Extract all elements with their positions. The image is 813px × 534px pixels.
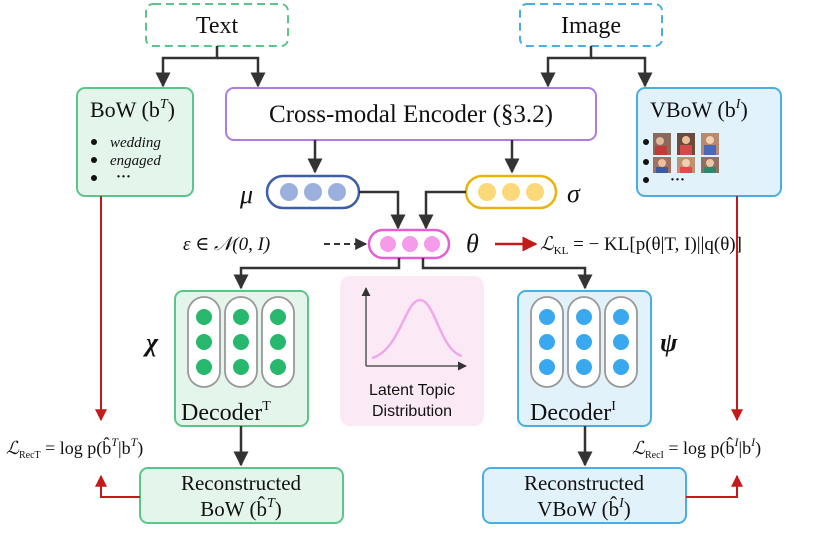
bow-bullet (91, 157, 97, 163)
reconstructed-bow-box: Reconstructed BoW (b̂T) (139, 467, 344, 524)
rect-loss: ℒRecT = log p(b̂T|bT) (6, 435, 143, 461)
reconstructed-vbow-box: Reconstructed VBoW (b̂I) (482, 467, 687, 524)
sigma-symbol: σ (567, 179, 581, 208)
loss-arrows (95, 196, 743, 498)
photo-thumbnail-icon (677, 133, 695, 155)
text-decoder-label: DecoderT (181, 399, 271, 426)
vbow-more: ··· (670, 172, 685, 188)
topic-label-line1: Latent Topic (369, 382, 455, 399)
reconstructed-vbow-line2: VBoW (b̂I) (537, 496, 631, 521)
chi-symbol: χ (143, 328, 159, 357)
image-input-box: Image (519, 3, 663, 47)
photo-thumbnail-icon (653, 157, 671, 173)
topic-distribution-panel: Latent Topic Distribution (340, 276, 484, 426)
vbow-bullet (643, 177, 649, 183)
topic-label-line2: Distribution (372, 403, 452, 420)
bow-box: BoW (bT) wedding engaged ··· (76, 87, 194, 197)
bow-bullet (91, 139, 97, 145)
vbow-box: VBoW (bI) (636, 87, 782, 197)
image-decoder: DecoderI (517, 290, 652, 427)
bow-item: engaged (110, 153, 161, 169)
vbow-title: VBoW (bI) (650, 97, 748, 122)
bow-item: wedding (110, 135, 161, 151)
text-decoder: DecoderT (174, 290, 309, 427)
encoder-label: Cross-modal Encoder (§3.2) (269, 101, 553, 128)
theta-node (367, 228, 451, 260)
mu-symbol: μ (239, 180, 253, 209)
bow-title: BoW (bT) (90, 97, 175, 122)
sigma-node (464, 174, 558, 210)
mu-node (265, 174, 361, 210)
topic-curve (371, 298, 463, 360)
latent-arrows (359, 190, 466, 230)
cross-modal-encoder: Cross-modal Encoder (§3.2) (225, 87, 597, 141)
image-input-label: Image (561, 13, 621, 39)
reci-loss: ℒRecI = log p(b̂I|bI) (632, 435, 761, 461)
epsilon-prior: ε ∈ 𝒩(0, I) (183, 234, 270, 255)
vbow-bullet (643, 139, 649, 145)
reconstructed-vbow-line1: Reconstructed (524, 471, 645, 495)
encoder-arrows (307, 140, 520, 174)
photo-thumbnail-icon (701, 157, 719, 173)
vbow-bullet (643, 159, 649, 165)
bow-bullet (91, 175, 97, 181)
bow-item: ··· (116, 169, 131, 185)
theta-to-decoder-arrows (233, 258, 593, 290)
reconstructed-bow-line2: BoW (b̂T) (200, 496, 282, 521)
theta-symbol: θ (466, 229, 479, 258)
text-input-box: Text (145, 3, 289, 47)
photo-thumbnail-icon (653, 133, 671, 155)
image-decoder-label: DecoderI (530, 399, 616, 426)
reconstructed-bow-line1: Reconstructed (181, 471, 302, 495)
kl-loss: ℒKL = − KL[p(θ|T, I)||q(θ)] (540, 234, 742, 257)
text-input-label: Text (196, 13, 239, 39)
photo-thumbnail-icon (701, 133, 719, 155)
input-arrows (155, 46, 653, 88)
psi-symbol: ψ (660, 328, 678, 357)
decoder-output-arrows (233, 426, 593, 467)
photo-thumbnail-icon (677, 157, 695, 173)
